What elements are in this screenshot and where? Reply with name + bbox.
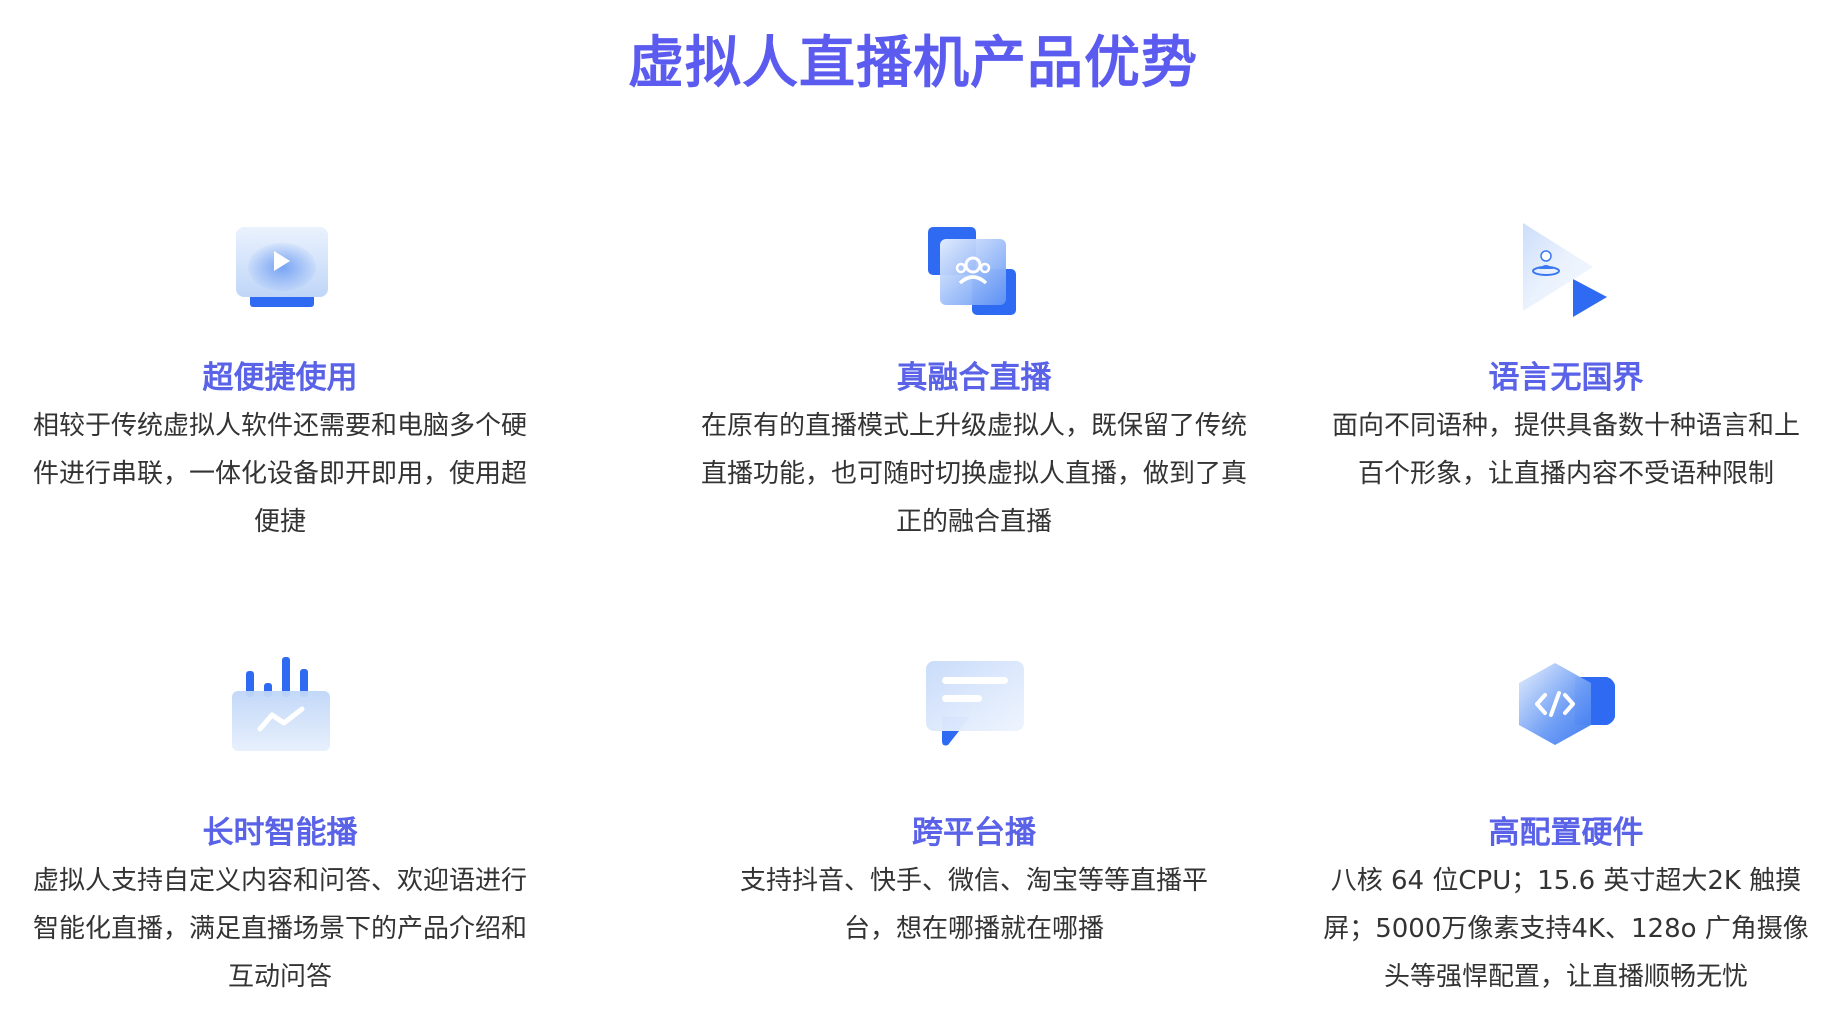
feature-title: 高配置硬件: [1488, 815, 1644, 851]
feature-description: 虚拟人支持自定义内容和问答、欢迎语进行 智能化直播，满足直播场景下的产品介绍和 …: [32, 866, 527, 992]
feature-title: 真融合直播: [896, 360, 1052, 396]
feature-card-easy-use: 超便捷使用 相较于传统虚拟人软件还需要和电脑多个硬 件进行串联，一体化设备即开即…: [20, 215, 540, 555]
feature-card-fusion-live: 真融合直播 在原有的直播模式上升级虚拟人，既保留了传统 直播功能，也可随时切换虚…: [684, 215, 1264, 555]
feature-description: 面向不同语种，提供具备数十种语言和上 百个形象，让直播内容不受语种限制: [1331, 411, 1800, 489]
chat-bubble-icon: [926, 661, 1026, 753]
feature-title: 跨平台播: [912, 815, 1036, 851]
feature-card-no-language-barrier: 语言无国界 面向不同语种，提供具备数十种语言和上 百个形象，让直播内容不受语种限…: [1316, 215, 1816, 555]
feature-card-high-spec-hardware: 高配置硬件 八核 64 位CPU；15.6 英寸超大2K 触摸 屏；5000万像…: [1316, 655, 1816, 1010]
page-title: 虚拟人直播机产品优势: [628, 31, 1198, 96]
feature-title: 超便捷使用: [202, 360, 358, 396]
code-hexagon-icon: [1515, 663, 1619, 751]
overlapping-users-icon: [928, 227, 1020, 319]
feature-description: 八核 64 位CPU；15.6 英寸超大2K 触摸 屏；5000万像素支持4K、…: [1323, 866, 1809, 992]
feature-description: 支持抖音、快手、微信、淘宝等等直播平 台，想在哪播就在哪播: [739, 866, 1208, 944]
feature-description: 在原有的直播模式上升级虚拟人，既保留了传统 直播功能，也可随时切换虚拟人直播，做…: [700, 411, 1247, 537]
play-triangle-person-icon: [1521, 223, 1611, 319]
feature-card-cross-platform: 跨平台播 支持抖音、快手、微信、淘宝等等直播平 台，想在哪播就在哪播: [684, 655, 1264, 1010]
feature-title: 语言无国界: [1488, 360, 1644, 396]
analytics-chart-icon: [232, 657, 332, 753]
feature-title: 长时智能播: [202, 815, 358, 851]
feature-description: 相较于传统虚拟人软件还需要和电脑多个硬 件进行串联，一体化设备即开即用，使用超 …: [32, 411, 527, 537]
monitor-play-icon: [232, 227, 332, 313]
feature-card-long-smart-live: 长时智能播 虚拟人支持自定义内容和问答、欢迎语进行 智能化直播，满足直播场景下的…: [20, 655, 540, 1010]
